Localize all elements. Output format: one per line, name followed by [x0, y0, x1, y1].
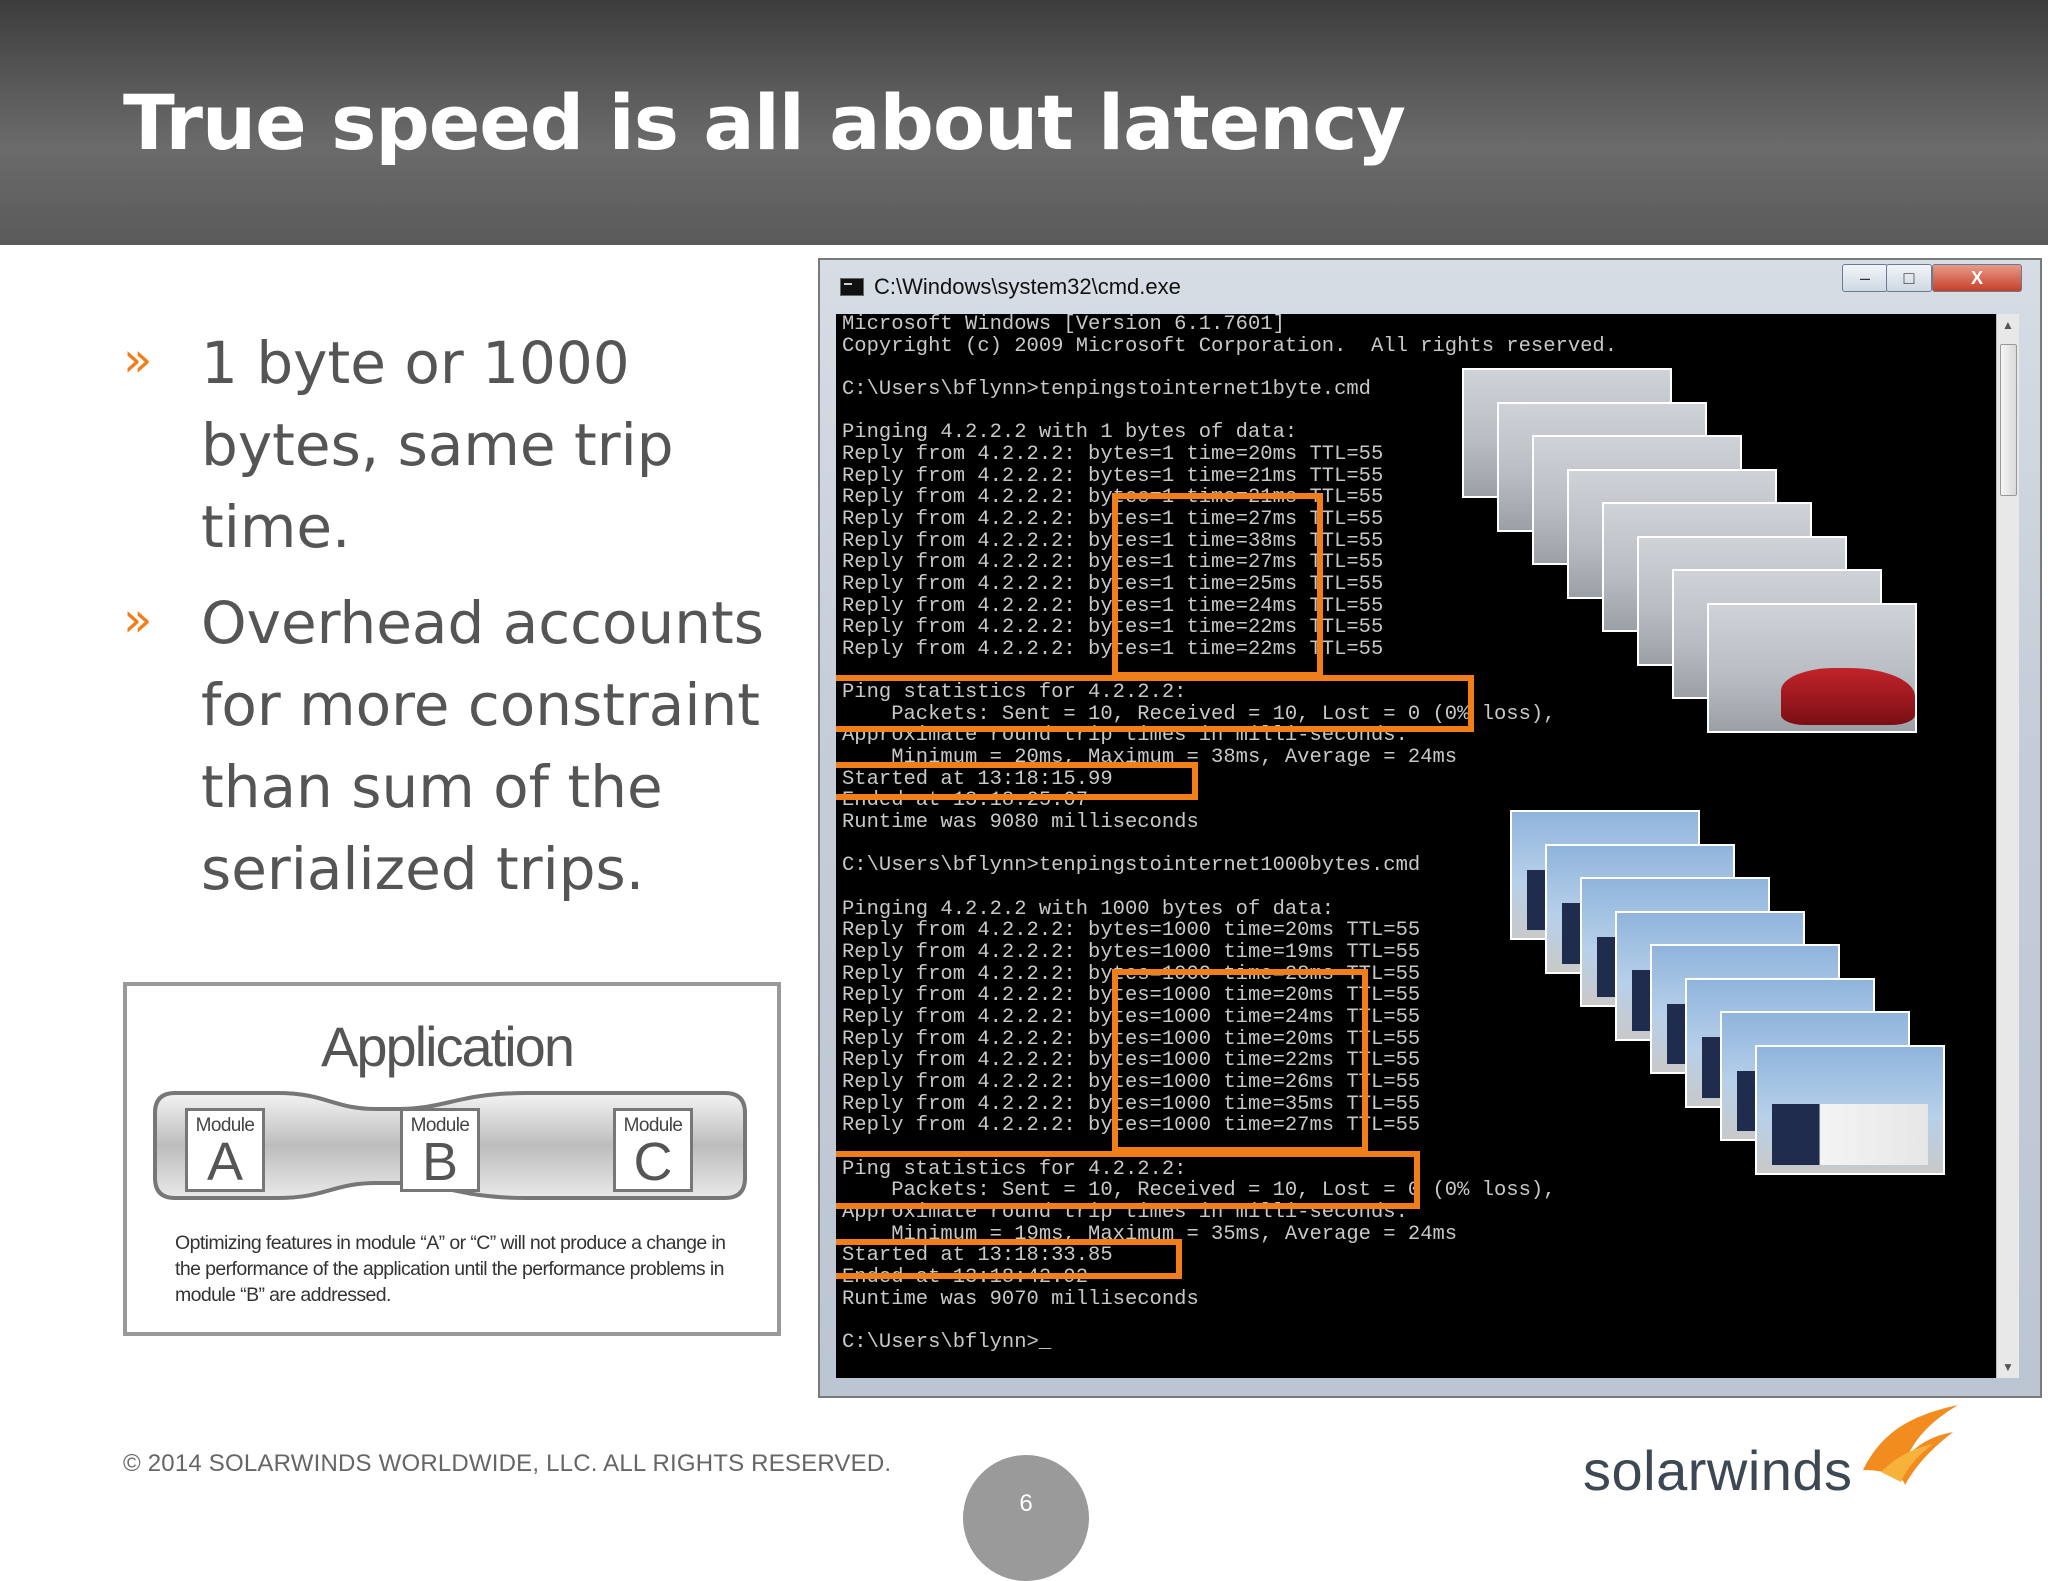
truck-photo: [1755, 1044, 1945, 1175]
bottleneck-diagram: Application Module A Module B Module C O…: [123, 982, 781, 1336]
console-line: [842, 1310, 2002, 1332]
console-line: Reply from 4.2.2.2: bytes=1 time=21ms TT…: [842, 464, 1384, 488]
logo-text: solarwinds: [1583, 1439, 1853, 1502]
module-label: Module: [623, 1115, 683, 1136]
console-line: Reply from 4.2.2.2: bytes=1 time=27ms TT…: [842, 551, 1384, 575]
console-line: Packets: Sent = 10, Received = 10, Lost …: [842, 702, 1556, 726]
console-text: Microsoft Windows [Version 6.1.7601]Copy…: [842, 314, 2002, 1354]
truck-shape-icon: [1771, 1104, 1929, 1165]
terminal-icon: [840, 278, 864, 296]
close-button[interactable]: X: [1932, 264, 2022, 292]
bullet-marker-icon: »: [123, 592, 153, 648]
console-line: Reply from 4.2.2.2: bytes=1 time=22ms TT…: [842, 616, 1384, 640]
console-line: C:\Users\bflynn>_: [842, 1330, 1052, 1354]
console-line: Pinging 4.2.2.2 with 1 bytes of data:: [842, 421, 1298, 445]
highlight-box: [836, 675, 1474, 732]
console-line: C:\Users\bflynn>tenpingstointernet1byte.…: [842, 377, 1371, 401]
module-label: Module: [195, 1115, 255, 1136]
scroll-down-icon[interactable]: ▼: [2002, 1360, 2014, 1374]
console-line: [842, 357, 2002, 379]
console-line: Reply from 4.2.2.2: bytes=1000 time=35ms…: [842, 1092, 1421, 1116]
console-line: Reply from 4.2.2.2: bytes=1000 time=27ms…: [842, 1114, 1421, 1138]
console-line: [842, 401, 2002, 423]
highlight-box: [836, 1239, 1182, 1279]
car-shape-icon: [1781, 667, 1915, 725]
console-line: Started at 13:18:33.85: [842, 1244, 1113, 1268]
diagram-caption: Optimizing features in module “A” or “C”…: [175, 1232, 726, 1306]
module-label: Module: [410, 1115, 470, 1136]
console-line: [842, 877, 2002, 899]
diagram-title: Application: [321, 1015, 575, 1078]
scrollbar[interactable]: ▲ ▼: [1996, 314, 2019, 1378]
console-line: Reply from 4.2.2.2: bytes=1000 time=22ms…: [842, 1049, 1421, 1073]
console-output[interactable]: Microsoft Windows [Version 6.1.7601]Copy…: [836, 314, 2016, 1378]
page-number-badge: [963, 1455, 1089, 1581]
highlight-box: [1112, 969, 1368, 1153]
console-line: Reply from 4.2.2.2: bytes=1 time=20ms TT…: [842, 442, 1384, 466]
console-line: Microsoft Windows [Version 6.1.7601]: [842, 314, 1285, 336]
console-line: Reply from 4.2.2.2: bytes=1000 time=24ms…: [842, 1006, 1421, 1029]
module-letter: C: [633, 1132, 673, 1192]
scroll-up-icon[interactable]: ▲: [2002, 318, 2014, 332]
solarwinds-logo: solarwinds: [1583, 1400, 1958, 1502]
window-titlebar[interactable]: C:\Windows\system32\cmd.exe – □ X: [820, 260, 2040, 312]
console-line: Reply from 4.2.2.2: bytes=1 time=25ms TT…: [842, 572, 1384, 596]
bullet-text: Overhead accounts for more constraint th…: [201, 589, 765, 903]
console-line: [842, 834, 2002, 856]
console-line: Reply from 4.2.2.2: bytes=1 time=38ms TT…: [842, 529, 1384, 553]
highlight-box: [836, 762, 1198, 800]
console-line: Reply from 4.2.2.2: bytes=1000 time=26ms…: [842, 1070, 1421, 1094]
bullet-marker-icon: »: [123, 332, 153, 388]
console-line: Ping statistics for 4.2.2.2:: [842, 681, 1187, 705]
console-line: Reply from 4.2.2.2: bytes=1000 time=28ms…: [842, 962, 1421, 986]
console-line: Reply from 4.2.2.2: bytes=1 time=24ms TT…: [842, 594, 1384, 618]
highlight-box: [836, 1151, 1420, 1209]
slide-title: True speed is all about latency: [123, 78, 1406, 167]
console-line: Reply from 4.2.2.2: bytes=1 time=27ms TT…: [842, 507, 1384, 531]
console-line: Pinging 4.2.2.2 with 1000 bytes of data:: [842, 897, 1335, 921]
console-line: Reply from 4.2.2.2: bytes=1000 time=20ms…: [842, 919, 1421, 943]
console-line: Started at 13:18:15.99: [842, 767, 1113, 791]
console-line: Packets: Sent = 10, Received = 10, Lost …: [842, 1179, 1556, 1203]
console-line: Ping statistics for 4.2.2.2:: [842, 1157, 1187, 1181]
console-line: Reply from 4.2.2.2: bytes=1 time=22ms TT…: [842, 637, 1384, 661]
car-photo: [1707, 602, 1917, 733]
module-letter: A: [206, 1132, 244, 1192]
maximize-button[interactable]: □: [1886, 264, 1932, 292]
console-line: C:\Users\bflynn>tenpingstointernet1000by…: [842, 854, 1421, 878]
solar-flare-icon: [1863, 1405, 1958, 1485]
module-a-box: Module A: [185, 1108, 265, 1192]
bullet-text: 1 byte or 1000 bytes, same trip time.: [201, 329, 674, 561]
module-letter: B: [421, 1132, 459, 1192]
footer-copyright: © 2014 SOLARWINDS WORLDWIDE, LLC. ALL RI…: [123, 1450, 892, 1477]
window-title: C:\Windows\system32\cmd.exe: [874, 274, 1181, 299]
console-line: Runtime was 9080 milliseconds: [842, 811, 1199, 835]
module-c-box: Module C: [613, 1108, 693, 1192]
console-line: Reply from 4.2.2.2: bytes=1000 time=20ms…: [842, 984, 1421, 1008]
console-line: Copyright (c) 2009 Microsoft Corporation…: [842, 334, 1618, 358]
console-line: Reply from 4.2.2.2: bytes=1000 time=19ms…: [842, 941, 1421, 965]
cmd-window: C:\Windows\system32\cmd.exe – □ X Micros…: [818, 258, 2042, 1398]
highlight-box: [1112, 493, 1323, 678]
module-b-box: Module B: [400, 1108, 480, 1192]
console-line: Runtime was 9070 milliseconds: [842, 1287, 1199, 1311]
slide-header: True speed is all about latency: [0, 0, 2048, 245]
minimize-button[interactable]: –: [1842, 264, 1888, 292]
scrollbar-thumb[interactable]: [2000, 344, 2017, 496]
console-line: Reply from 4.2.2.2: bytes=1 time=21ms TT…: [842, 486, 1384, 510]
page-number: 6: [1019, 1490, 1033, 1517]
